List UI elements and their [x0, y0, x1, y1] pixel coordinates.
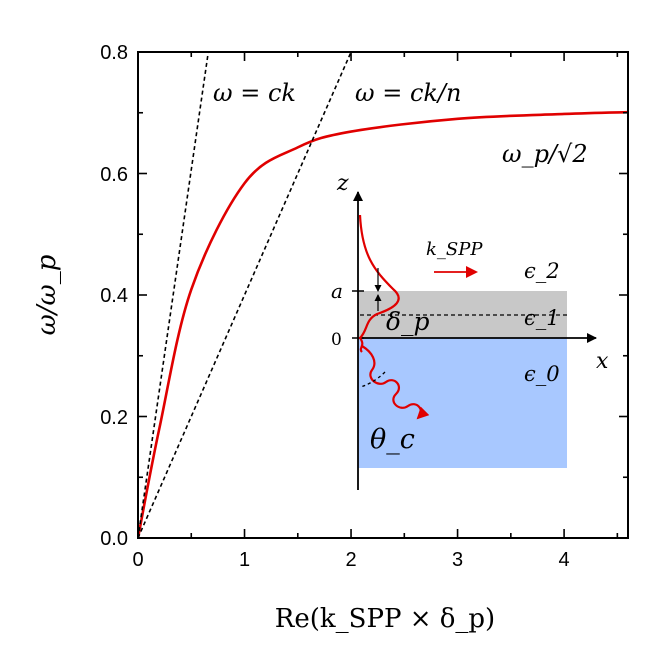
radiation-wave	[361, 345, 430, 420]
dashed-line-1	[138, 52, 210, 538]
x-tick-2: 2	[345, 549, 356, 571]
light-line-label: ω = ck	[213, 79, 296, 107]
eps2-label: ϵ_2	[524, 259, 560, 283]
series-layer	[138, 52, 628, 538]
film-layer	[358, 291, 567, 338]
field-profile	[358, 214, 400, 353]
inset-z-label: z	[336, 171, 349, 196]
k-spp-label: k_SPP	[426, 239, 483, 260]
x-tick-3: 3	[452, 549, 463, 571]
x-axis-label: Re(k_SPP × δ_p)	[275, 604, 495, 634]
y-tick-2: 0.4	[100, 285, 128, 307]
theta-c-label: θ_c	[370, 424, 415, 455]
asymptote-label: ω_p/√2	[502, 140, 588, 168]
inset-tick-0: 0	[331, 330, 342, 350]
y-axis-label: ω/ω_p	[32, 254, 62, 335]
y-tick-1: 0.2	[100, 407, 128, 429]
x-tick-1: 1	[239, 549, 250, 571]
y-tick-4: 0.8	[100, 42, 128, 64]
y-tick-3: 0.6	[100, 164, 128, 186]
inset-tick-a: a	[331, 279, 343, 303]
axis-ticks	[137, 51, 628, 539]
substrate-region	[358, 338, 567, 468]
dashed-line-2	[138, 52, 352, 538]
x-tick-4: 4	[558, 549, 569, 571]
eps1-label: ϵ_1	[524, 306, 560, 330]
y-tick-0: 0.0	[100, 528, 128, 550]
inset-x-label: x	[596, 349, 609, 374]
inset-diagram: z x a 0 k_SPP ϵ_2 ϵ_1 ϵ_0 δ_p θ_c	[331, 171, 609, 490]
x-tick-0: 0	[132, 549, 143, 571]
delta-p-label: δ_p	[386, 307, 430, 336]
dispersion-curve	[138, 110, 628, 538]
eps0-label: ϵ_0	[524, 362, 560, 386]
medium-line-label: ω = ck/n	[355, 79, 461, 107]
